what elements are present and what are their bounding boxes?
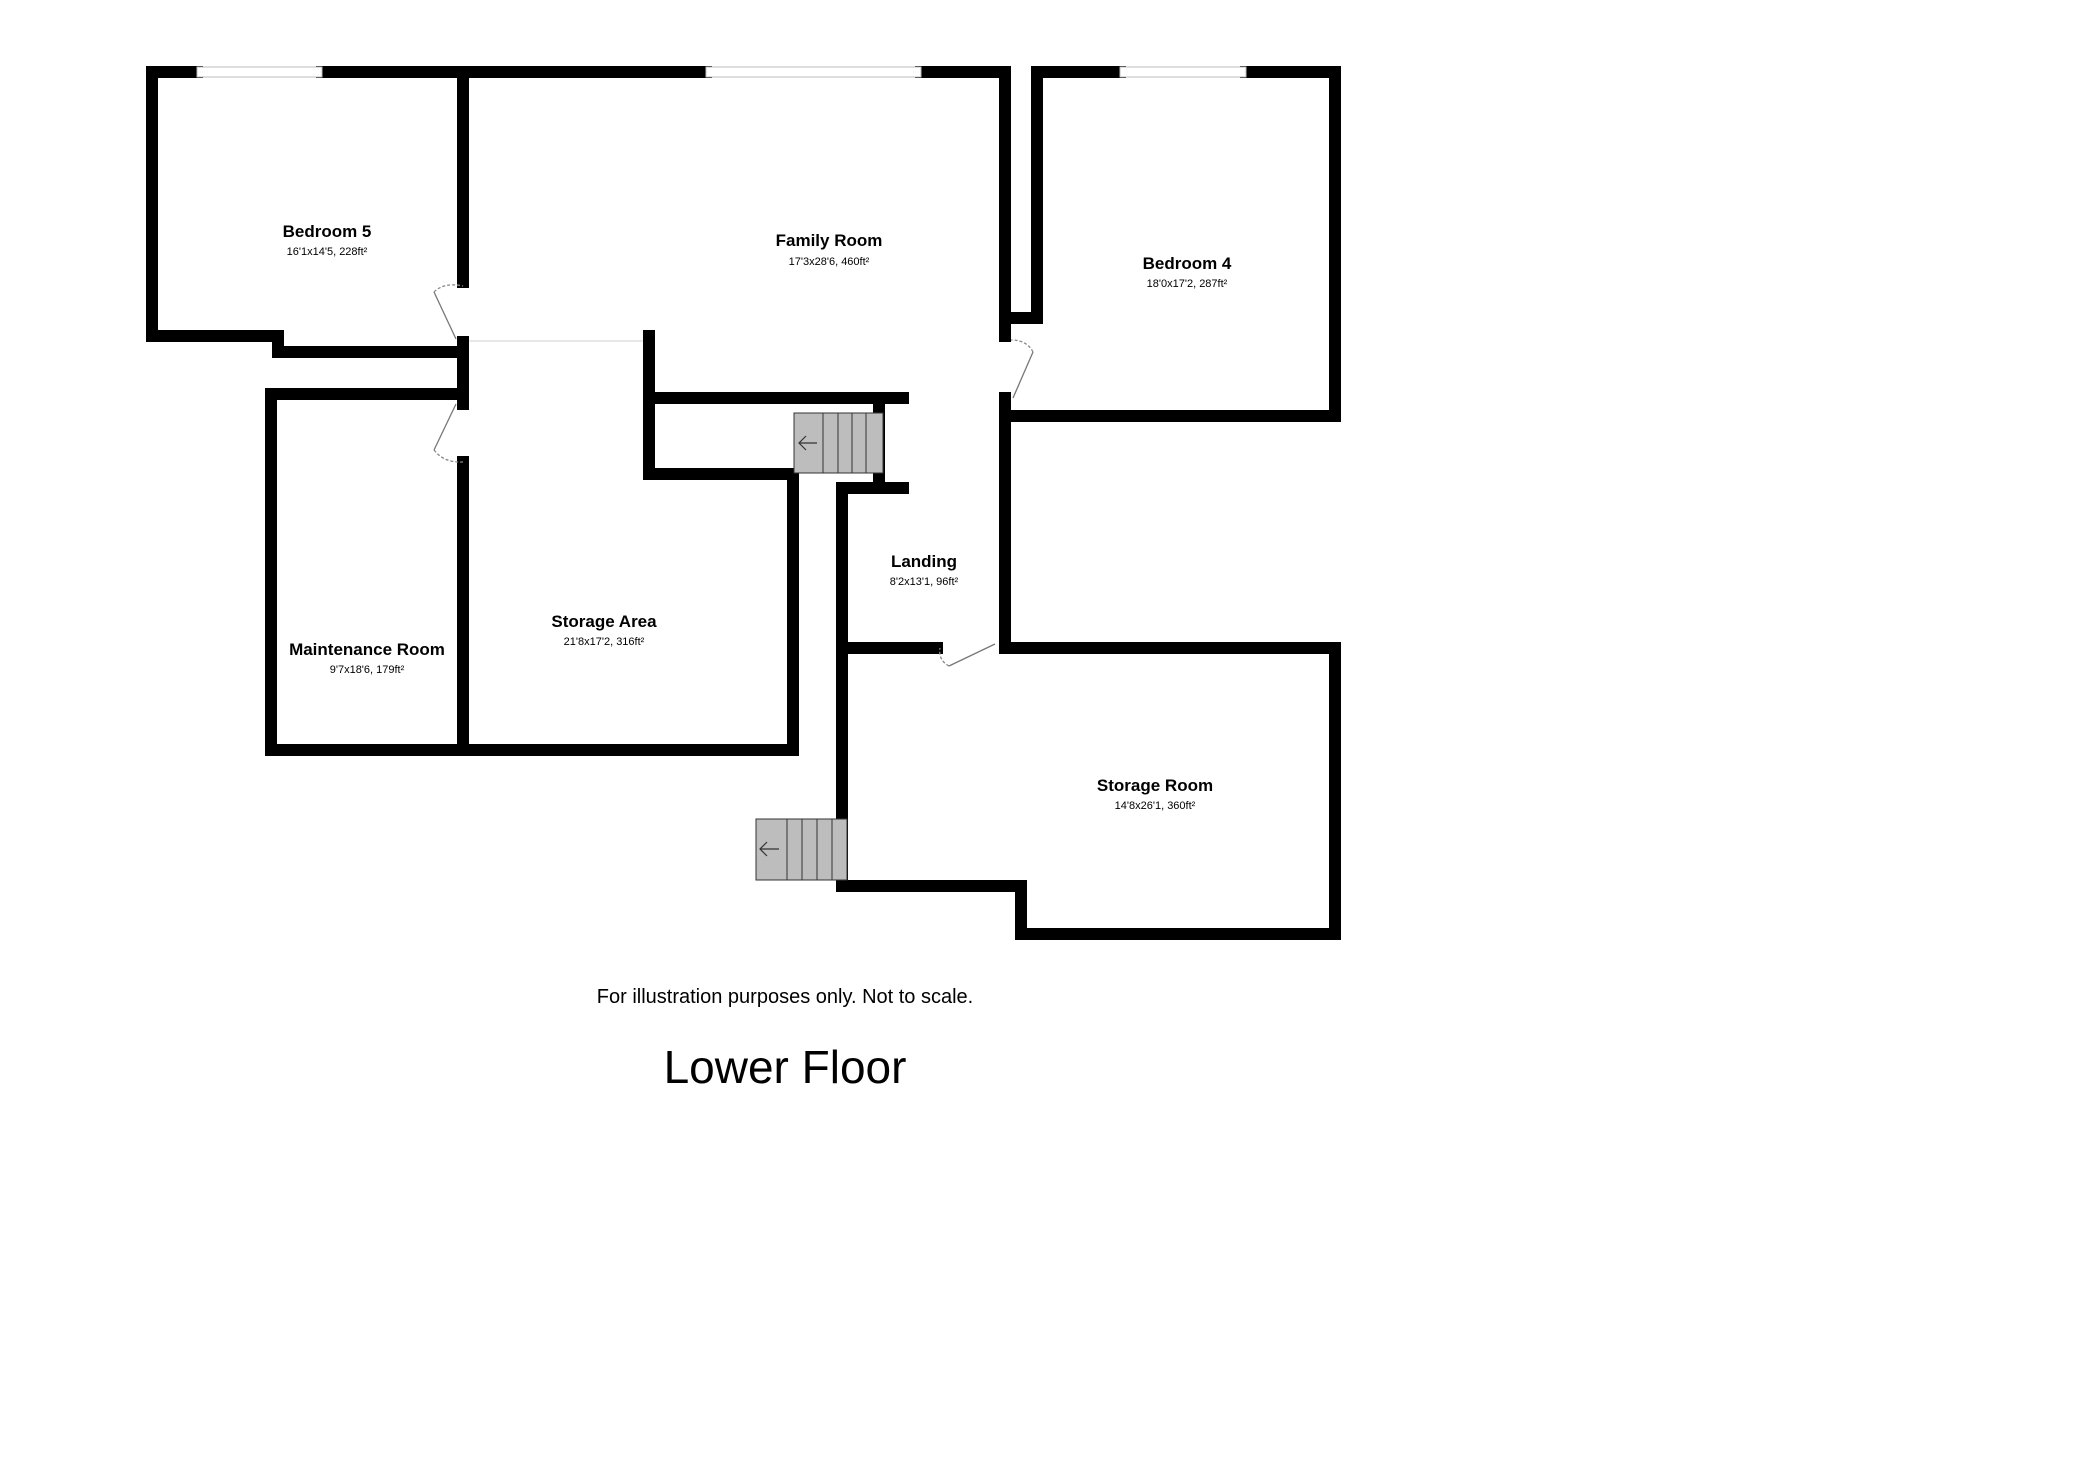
doors	[433, 284, 1034, 667]
arrow-left-icon	[798, 435, 817, 451]
room-name-storage-room: Storage Room	[1097, 776, 1213, 795]
room-name-family-room: Family Room	[776, 231, 883, 250]
arrow-left-icon	[759, 841, 779, 857]
room-labels: Bedroom 5 16'1x14'5, 228ft² Family Room …	[283, 222, 1232, 812]
door-storage-room	[939, 643, 996, 667]
window-bedroom5	[196, 66, 323, 78]
room-dims-family-room: 17'3x28'6, 460ft²	[789, 256, 870, 268]
windows	[196, 66, 1247, 342]
room-dims-storage-area: 21'8x17'2, 316ft²	[564, 636, 645, 648]
room-dims-bedroom4: 18'0x17'2, 287ft²	[1147, 278, 1228, 290]
staircase-lower	[755, 818, 848, 881]
door-bedroom4	[1010, 339, 1034, 399]
room-name-bedroom4: Bedroom 4	[1143, 254, 1232, 273]
room-name-maintenance-room: Maintenance Room	[289, 640, 445, 659]
window-bedroom4	[1119, 66, 1247, 78]
room-dims-landing: 8'2x13'1, 96ft²	[890, 576, 959, 588]
room-dims-maintenance-room: 9'7x18'6, 179ft²	[330, 664, 405, 676]
disclaimer-text: For illustration purposes only. Not to s…	[597, 986, 973, 1008]
room-dims-storage-room: 14'8x26'1, 360ft²	[1115, 800, 1196, 812]
room-name-landing: Landing	[891, 552, 957, 571]
door-maintenance	[433, 403, 464, 463]
floor-title: Lower Floor	[664, 1041, 907, 1093]
room-dims-bedroom5: 16'1x14'5, 228ft²	[287, 246, 368, 258]
window-family-room	[705, 66, 922, 78]
room-name-bedroom5: Bedroom 5	[283, 222, 372, 241]
door-bedroom5	[433, 284, 464, 340]
floor-plan: Bedroom 5 16'1x14'5, 228ft² Family Room …	[146, 66, 1341, 1093]
staircase-upper	[793, 412, 884, 474]
room-name-storage-area: Storage Area	[551, 612, 657, 631]
